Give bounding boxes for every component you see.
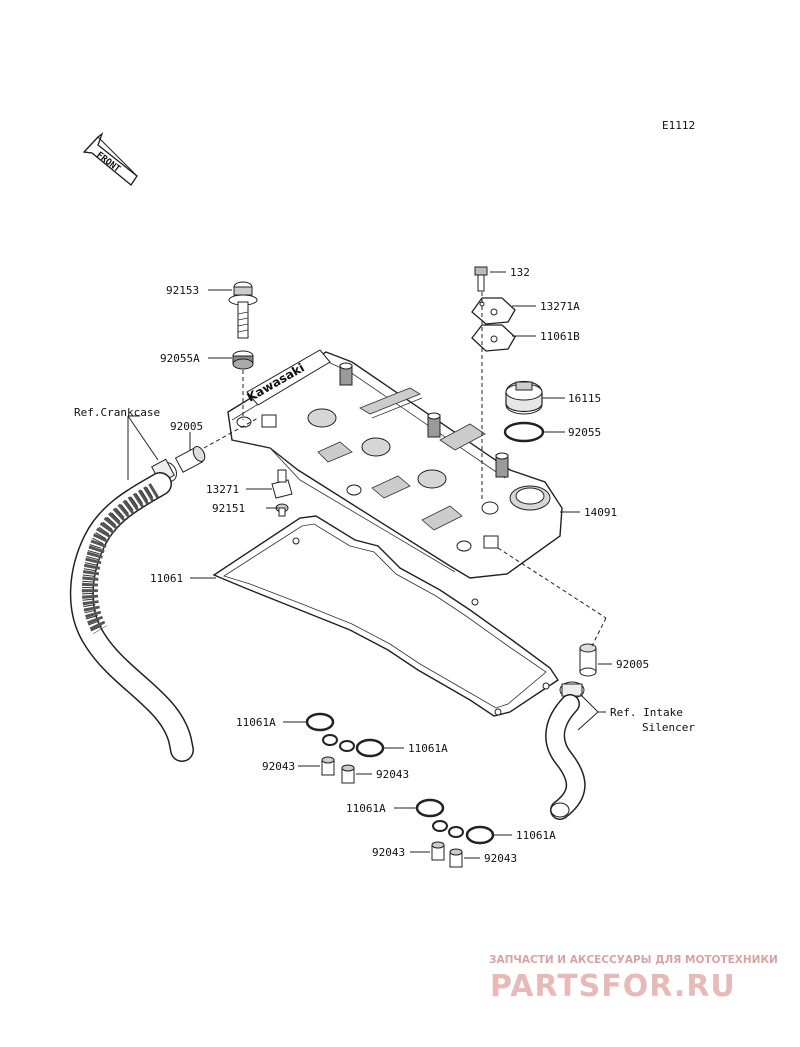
leader-lines: [127, 271, 612, 859]
part-label-13271a: 13271A: [540, 300, 580, 313]
part-label-11061: 11061: [150, 572, 183, 585]
part-label-11061a-4: 11061A: [516, 829, 556, 842]
part-label-92043-3: 92043: [372, 846, 405, 859]
part-label-11061a-1: 11061A: [236, 716, 276, 729]
part-label-11061b: 11061B: [540, 330, 580, 343]
ref-intake-label-line2: Silencer: [642, 721, 695, 734]
part-label-16115: 16115: [568, 392, 601, 405]
ref-intake-label-line1: Ref. Intake: [610, 706, 683, 719]
part-label-92043-4: 92043: [484, 852, 517, 865]
front-arrow-icon: FRONT: [82, 132, 138, 186]
seal-group-2: [415, 798, 495, 868]
watermark-tagline: ЗАПЧАСТИ И АКСЕССУАРЫ ДЛЯ МОТОТЕХНИКИ: [489, 954, 778, 966]
bolt-92151: [275, 503, 289, 517]
part-label-92055: 92055: [568, 426, 601, 439]
part-label-92151: 92151: [212, 502, 245, 515]
bolt-92153: [228, 281, 258, 339]
bracket-13271: [271, 469, 293, 499]
part-label-92043-1: 92043: [262, 760, 295, 773]
crankcase-hose: [69, 472, 194, 762]
fitting-92005-right: [579, 643, 597, 677]
intake-silencer-hose: [545, 694, 586, 820]
part-label-13271: 13271: [206, 483, 239, 496]
watermark-logo: PARTSFOR.RU: [490, 969, 736, 1004]
part-label-11061a-2: 11061A: [408, 742, 448, 755]
part-label-11061a-3: 11061A: [346, 802, 386, 815]
grommet-92055a: [232, 350, 254, 370]
oil-cap-16115: [505, 380, 543, 415]
part-label-92005-left: 92005: [170, 420, 203, 433]
part-label-14091: 14091: [584, 506, 617, 519]
part-label-132: 132: [510, 266, 530, 279]
bolt-132: [474, 266, 488, 292]
part-label-92055a: 92055A: [160, 352, 200, 365]
head-cover-gasket: [212, 515, 559, 717]
o-ring-92055: [503, 421, 545, 443]
part-label-92153: 92153: [166, 284, 199, 297]
watermark: ЗАПЧАСТИ И АКСЕССУАРЫ ДЛЯ МОТОТЕХНИКИ PA…: [489, 954, 778, 1004]
part-label-92005-right: 92005: [616, 658, 649, 671]
ref-crankcase-label: Ref.Crankcase: [74, 406, 160, 419]
diagram-code: E1112: [662, 119, 695, 132]
part-label-92043-2: 92043: [376, 768, 409, 781]
seal-group-1: [305, 712, 385, 784]
